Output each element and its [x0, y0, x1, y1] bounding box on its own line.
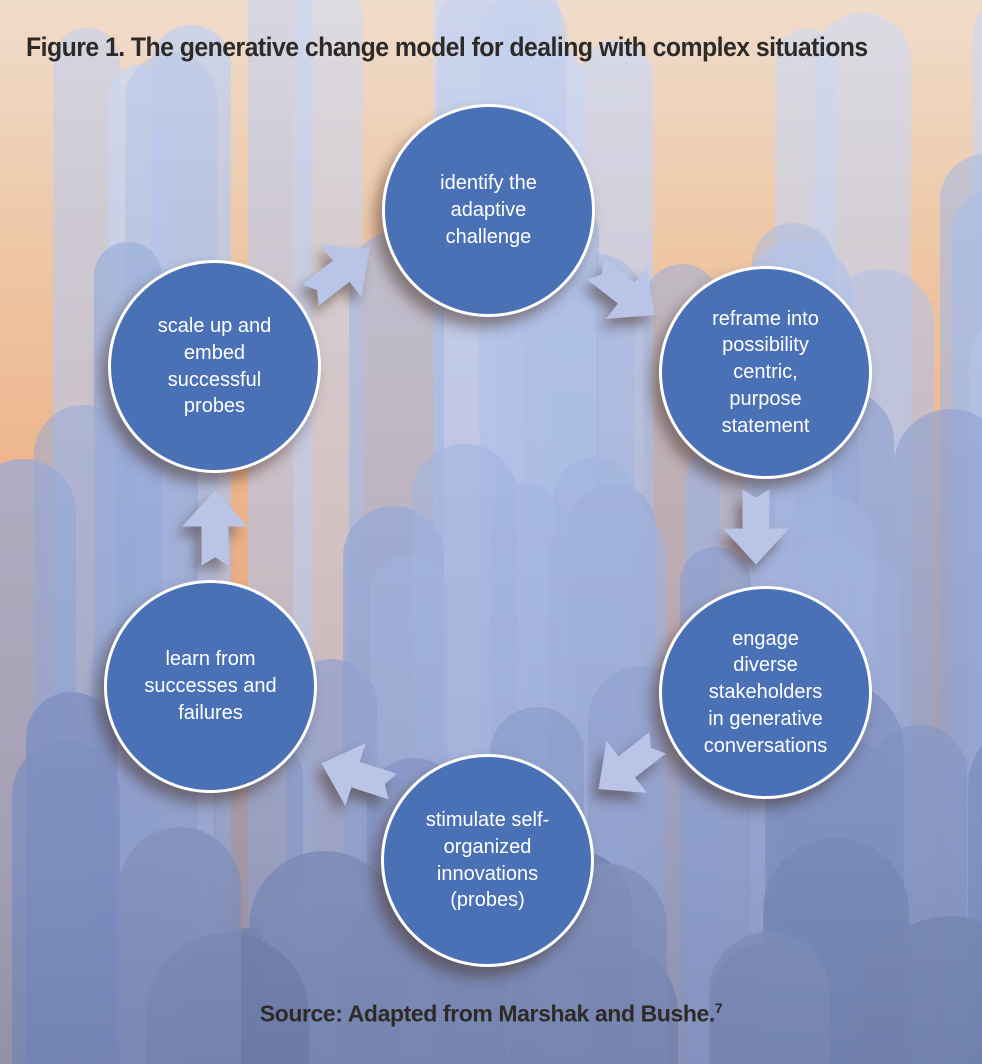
stage-label: reframe into possibility centric, purpos…	[712, 307, 819, 437]
stage-label: engage diverse stakeholders in generativ…	[703, 627, 828, 757]
stage-label: scale up and embed successful probes	[157, 314, 272, 418]
stage-circle-scale-up: scale up and embed successful probes	[108, 260, 321, 473]
arrow-icon-bottom-to-lower-left	[317, 742, 397, 808]
stage-circle-reframe-purpose: reframe into possibility centric, purpos…	[659, 266, 872, 479]
source-text: Source: Adapted from Marshak and Bushe.	[259, 1000, 716, 1027]
arrow-icon-upper-left-to-top	[300, 239, 380, 306]
figure-title: Figure 1. The generative change model fo…	[26, 32, 868, 62]
arrow-icon-upper-right-to-lower-right	[716, 489, 796, 565]
stage-label: identify the adaptive challenge	[440, 172, 537, 248]
arrow-icon-lower-right-to-bottom	[588, 732, 668, 799]
arrow-icon-top-to-upper-right	[585, 258, 665, 325]
arrow-icon-lower-left-to-upper-left	[175, 490, 255, 566]
source-footnote-number: 7	[714, 1000, 723, 1016]
stage-circle-learn: learn from successes and failures	[104, 580, 317, 793]
stage-circle-identify-challenge: identify the adaptive challenge	[382, 104, 595, 317]
source-caption: Source: Adapted from Marshak and Bushe.7	[0, 1000, 982, 1028]
crowd-arch	[118, 827, 241, 1064]
stage-label: stimulate self- organized innovations (p…	[425, 808, 550, 912]
stage-label: learn from successes and failures	[144, 648, 277, 724]
crowd-arch	[709, 931, 830, 1064]
stage-circle-stimulate-probes: stimulate self- organized innovations (p…	[381, 754, 594, 967]
stage-circle-engage-stakeholders: engage diverse stakeholders in generativ…	[659, 586, 872, 799]
crowd-arch	[25, 691, 118, 1064]
